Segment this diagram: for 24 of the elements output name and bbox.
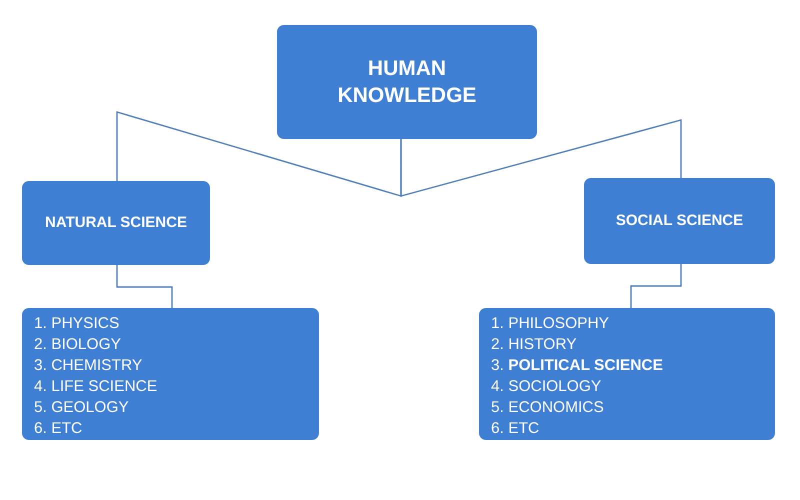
topic-box [277,25,537,139]
box-title: NATURAL SCIENCE [45,213,187,233]
list-box [22,308,319,440]
box-title: HUMAN KNOWLEDGE [336,56,478,109]
list-item: 6. ETC [491,419,540,439]
list-item: 2. HISTORY [491,335,577,355]
list-box [479,308,775,440]
list-item: 1. PHYSICS [34,314,120,334]
list-item: 6. ETC [34,419,82,439]
box-title: SOCIAL SCIENCE [616,211,744,231]
list-item: 5. GEOLOGY [34,398,129,418]
connector-line [116,265,173,308]
topic-box [22,181,210,265]
list-item: 1. PHILOSOPHY [491,314,610,334]
list-item: 4. LIFE SCIENCE [34,377,158,397]
list-item: 3. CHEMISTRY [34,356,142,376]
list-item: 2. BIOLOGY [34,335,122,355]
connector-line [116,111,402,197]
connector-line [630,264,682,308]
topic-box [584,178,775,264]
list-item: 3. POLITICAL SCIENCE [491,356,663,376]
connector-line [400,119,682,197]
list-item: 4. SOCIOLOGY [491,377,602,397]
list-item: 5. ECONOMICS [491,398,604,418]
